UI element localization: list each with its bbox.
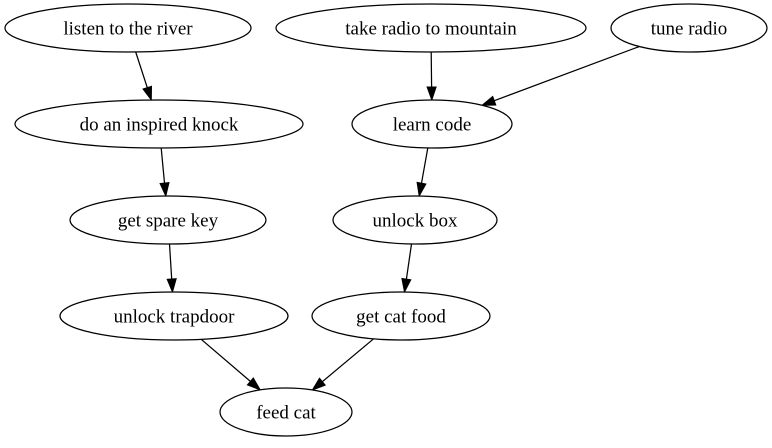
arrowhead-icon (417, 182, 426, 196)
arrowhead-icon (167, 279, 176, 292)
edge-tune-radio-to-learn-code (482, 47, 639, 106)
node-get-cat-food: get cat food (312, 292, 490, 340)
edge-unlock-trapdoor-to-feed-cat (201, 339, 260, 390)
edge-get-cat-food-to-feed-cat (312, 339, 373, 390)
edge-line (170, 244, 172, 279)
arrowhead-icon (427, 87, 436, 100)
node-label: unlock box (373, 210, 458, 231)
node-label: take radio to mountain (345, 18, 517, 39)
node-unlock-trapdoor: unlock trapdoor (60, 292, 288, 340)
node-tune-radio: tune radio (611, 4, 767, 52)
node-label: feed cat (256, 402, 316, 423)
node-take-radio-to-mountain: take radio to mountain (276, 4, 586, 52)
node-label: listen to the river (63, 18, 193, 39)
edge-line (161, 148, 164, 183)
arrowhead-icon (482, 97, 496, 106)
node-learn-code: learn code (352, 100, 512, 148)
edge-line (406, 244, 411, 279)
node-feed-cat: feed cat (220, 388, 352, 436)
node-unlock-box: unlock box (333, 196, 497, 244)
edge-listen-to-the-river-to-do-an-inspired-knock (136, 52, 152, 100)
node-label: unlock trapdoor (114, 306, 236, 327)
node-label: get cat food (356, 306, 446, 327)
arrowhead-icon (160, 183, 169, 196)
edge-take-radio-to-mountain-to-learn-code (427, 52, 436, 100)
edge-line (322, 339, 373, 382)
edge-learn-code-to-unlock-box (417, 148, 428, 196)
node-get-spare-key: get spare key (70, 196, 266, 244)
edge-line (494, 47, 639, 101)
node-label: do an inspired knock (80, 114, 239, 135)
node-label: tune radio (651, 18, 728, 39)
node-label: learn code (393, 114, 472, 135)
edge-line (422, 148, 428, 183)
edge-line (201, 339, 250, 381)
node-label: get spare key (118, 210, 219, 231)
node-do-an-inspired-knock: do an inspired knock (15, 100, 303, 148)
edge-get-spare-key-to-unlock-trapdoor (167, 244, 176, 292)
arrowhead-icon (143, 86, 152, 100)
arrowhead-icon (402, 279, 411, 293)
edge-unlock-box-to-get-cat-food (402, 244, 412, 292)
edge-line (136, 52, 148, 88)
node-listen-to-the-river: listen to the river (5, 4, 251, 52)
arrowhead-icon (312, 378, 325, 390)
edge-do-an-inspired-knock-to-get-spare-key (160, 148, 169, 196)
